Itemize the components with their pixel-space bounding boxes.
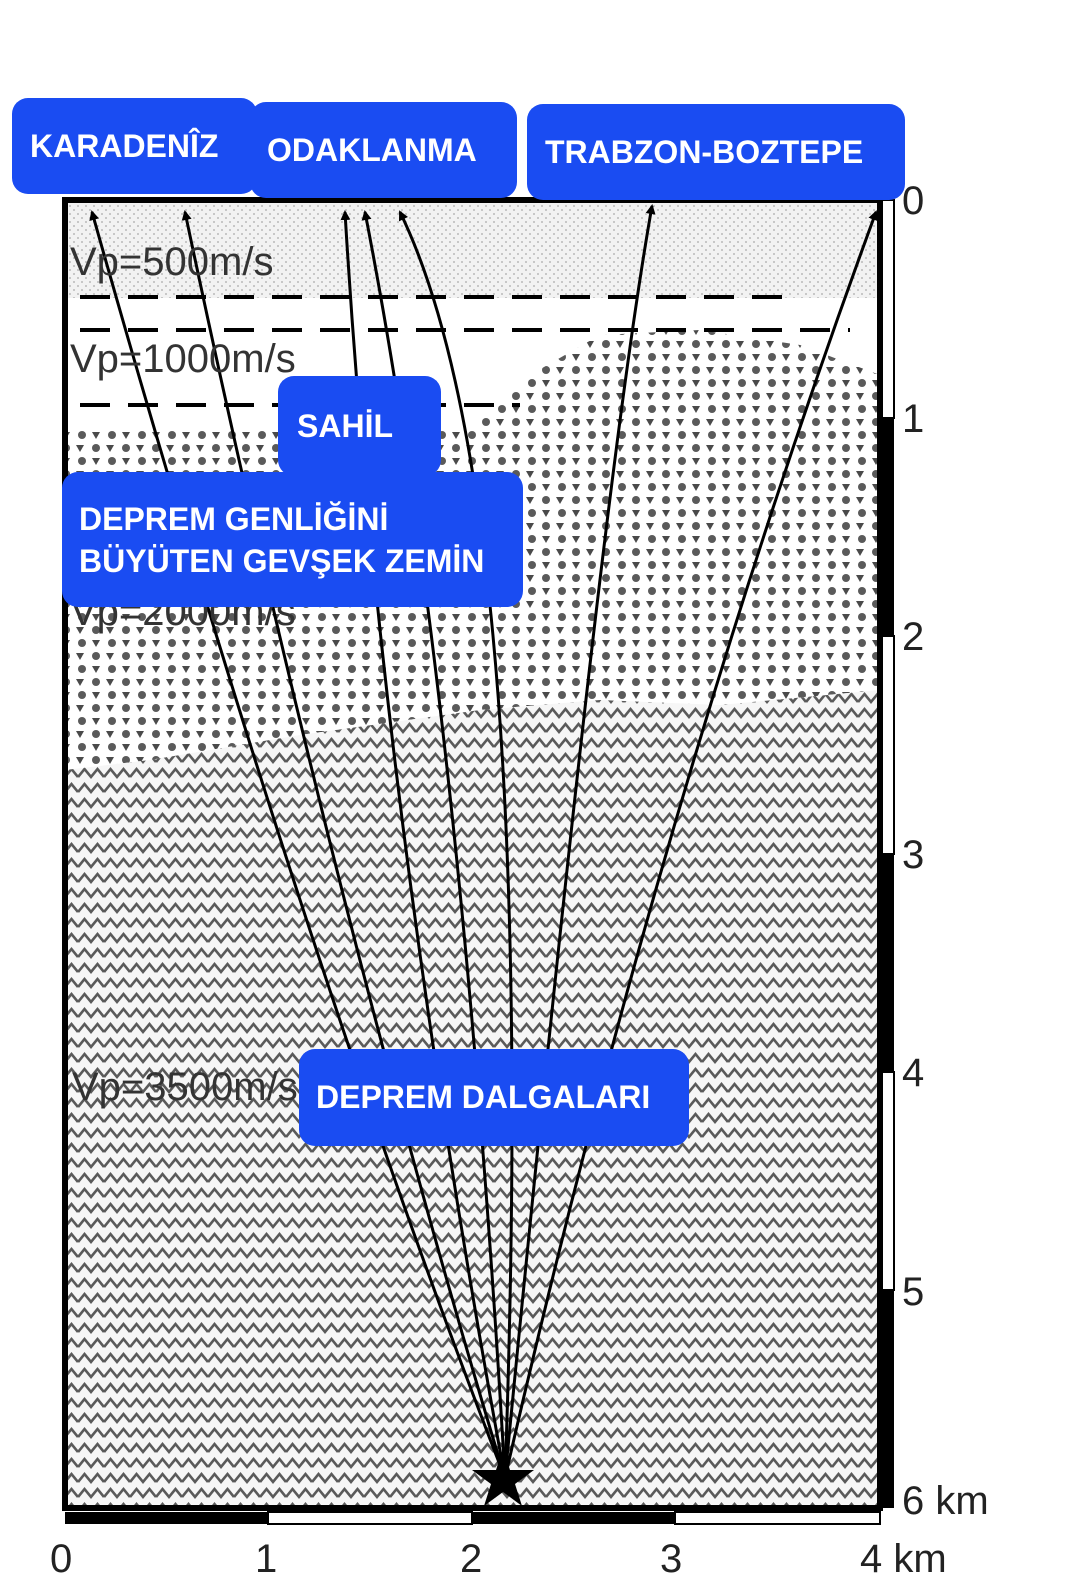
tag-odaklanma: ODAKLANMA: [250, 102, 517, 198]
y-tick-6: 6 km: [902, 1479, 989, 1523]
y-tick-5: 5: [902, 1270, 924, 1314]
layer-label-vp500: Vp=500m/s: [70, 240, 273, 284]
y-tick-3: 3: [902, 833, 924, 877]
layer-label-vp3500: Vp=3500m/s: [72, 1065, 298, 1109]
ray-1: [89, 210, 507, 1479]
ray-6: [503, 204, 656, 1479]
tag-trabzon-boztepe-label: TRABZON-BOZTEPE: [545, 133, 864, 170]
x-tick-3: 3: [660, 1537, 682, 1578]
tag-gevsek-zemin-line2: BÜYÜTEN GEVŞEK ZEMİN: [79, 542, 485, 579]
x-tick-4: 4 km: [860, 1537, 947, 1578]
tag-odaklanma-label: ODAKLANMA: [267, 131, 477, 168]
tag-sahil-label: SAHİL: [297, 407, 393, 444]
tag-karadeniz-label: KARADENÎZ: [30, 127, 219, 164]
tag-karadeniz: KARADENÎZ: [12, 98, 257, 194]
tag-trabzon-boztepe: TRABZON-BOZTEPE: [527, 104, 905, 200]
model-frame: [62, 197, 883, 1511]
y-tick-0: 0: [902, 179, 924, 223]
tag-deprem-dalgalari-label: DEPREM DALGALARI: [316, 1079, 651, 1115]
tag-deprem-dalgalari: DEPREM DALGALARI: [299, 1049, 689, 1146]
layer-label-vp1000: Vp=1000m/s: [70, 337, 296, 381]
y-tick-4: 4: [902, 1051, 924, 1095]
y-tick-2: 2: [902, 615, 924, 659]
tag-gevsek-zemin-line1: DEPREM GENLİĞİNİ: [79, 500, 389, 537]
tag-gevsek-zemin: DEPREM GENLİĞİNİ BÜYÜTEN GEVŞEK ZEMİN: [62, 472, 523, 607]
ray-7: [503, 210, 878, 1479]
epicenter-star-icon: [472, 1448, 534, 1506]
ray-4: [361, 210, 507, 1479]
x-tick-0: 0: [50, 1537, 72, 1578]
x-tick-2: 2: [460, 1537, 482, 1578]
y-tick-1: 1: [902, 397, 924, 441]
ray-5: [398, 210, 514, 1479]
ray-2: [181, 210, 507, 1479]
x-tick-1: 1: [255, 1537, 277, 1578]
y-scale-bar: [881, 199, 895, 1508]
layer-fills: [65, 200, 880, 1508]
x-scale-bar: [65, 1511, 881, 1525]
seismic-rays: [89, 204, 878, 1479]
tag-sahil: SAHİL: [278, 376, 441, 476]
